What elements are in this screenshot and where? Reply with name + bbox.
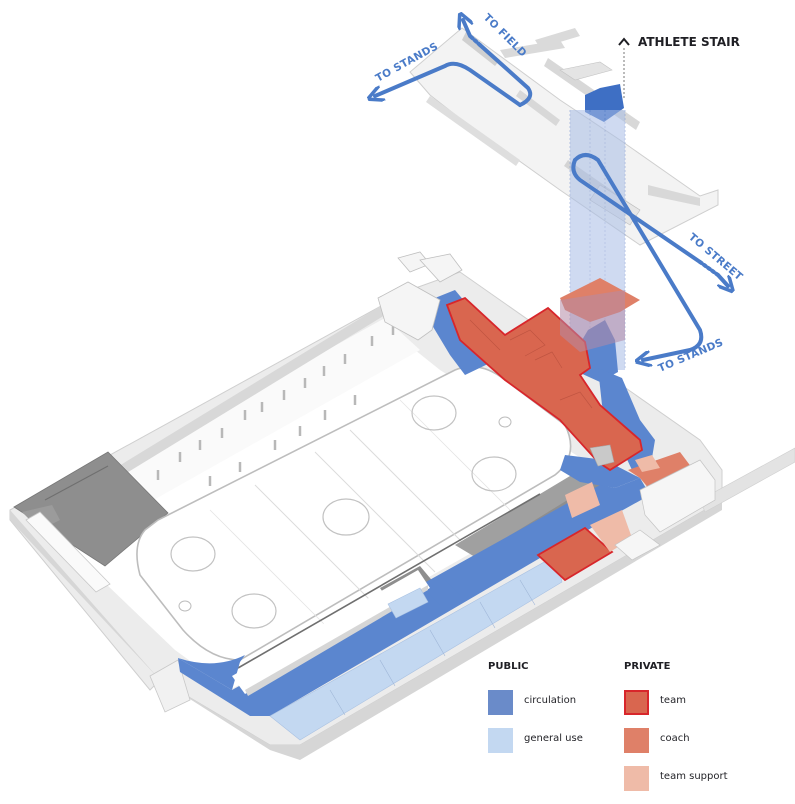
team-swatch <box>624 690 649 715</box>
circulation-arrows <box>375 20 728 360</box>
legend-label: general use <box>524 733 583 744</box>
service-rooms <box>614 459 716 561</box>
legend-item-coach: coach <box>622 728 690 754</box>
team-support-swatch <box>624 766 649 791</box>
team-zones <box>445 296 644 582</box>
legend-item-circulation: circulation <box>486 690 576 716</box>
arrow-to-field <box>478 43 533 107</box>
legend-public: PUBLIC circulation general use <box>486 660 583 766</box>
arrow-to-stands-right <box>573 153 704 360</box>
legend-private: PRIVATE team coach team support <box>622 660 728 804</box>
bleacher-posts <box>156 325 395 486</box>
legend-item-team: team <box>622 690 686 716</box>
coach-swatch <box>624 728 649 753</box>
general-use-zones <box>269 555 563 741</box>
legend-label: coach <box>660 733 690 744</box>
arrow-to-street <box>571 158 702 264</box>
legend-private-title: PRIVATE <box>624 661 671 672</box>
mechanical-room <box>13 451 169 567</box>
legend-item-team-support: team support <box>622 766 728 792</box>
athlete-stair-label: ATHLETE STAIR <box>638 35 740 49</box>
legend-label: circulation <box>524 695 577 706</box>
stair-block-rooms <box>377 251 463 341</box>
legend-public-title: PUBLIC <box>488 661 529 672</box>
legend-label: team <box>660 695 686 706</box>
upper-level-plan <box>409 27 719 246</box>
legend-item-general-use: general use <box>486 728 583 754</box>
legend: PUBLIC circulation general use PRIVATE t… <box>486 660 786 791</box>
general-use-swatch <box>488 728 513 753</box>
circulation-swatch <box>488 690 513 715</box>
main-level-plan <box>9 251 795 760</box>
athlete-stair-caret-icon <box>618 37 630 46</box>
legend-label: team support <box>660 771 728 782</box>
ice-rink <box>136 365 572 661</box>
arrow-to-stands-top <box>375 61 522 107</box>
